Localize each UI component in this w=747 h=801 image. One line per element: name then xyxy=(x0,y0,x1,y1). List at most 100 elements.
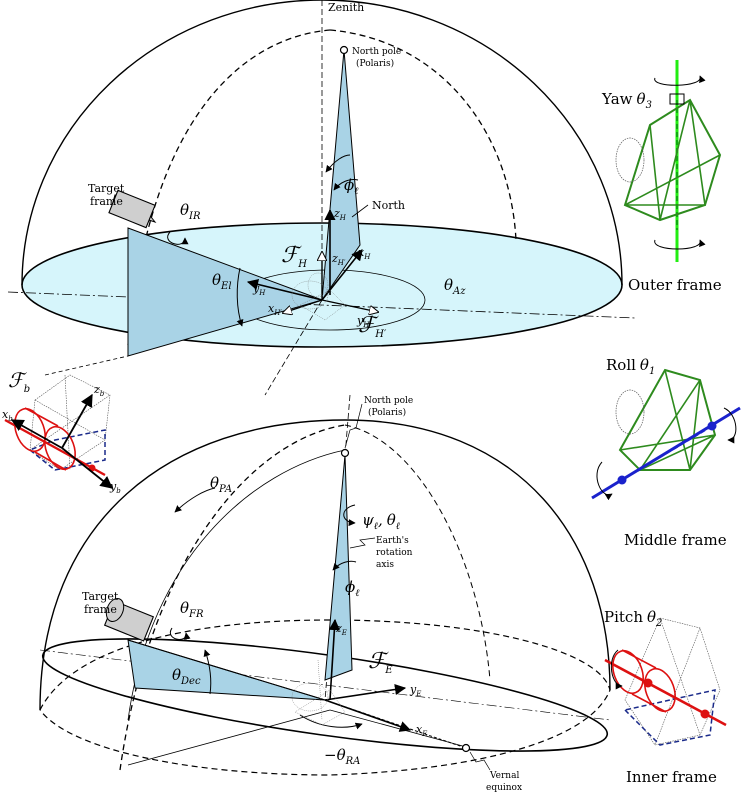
telescope-sketch-bottom xyxy=(291,659,346,726)
zE-label: zE xyxy=(335,622,347,637)
roll-axis-dashed xyxy=(624,425,713,479)
outer-frame-caption: Outer frame xyxy=(628,276,722,294)
axis-yE xyxy=(324,683,407,701)
north-pole-leader xyxy=(344,403,363,449)
target-frame-label-bottom-1: Target xyxy=(82,590,119,603)
zH-label: zH xyxy=(333,207,347,222)
earth-axis-label-3: axis xyxy=(376,560,394,570)
fr-rotation-arrow xyxy=(169,627,191,640)
pa-arc xyxy=(174,487,216,513)
north-pole-label: North pole xyxy=(352,47,401,57)
equinox-label: equinox xyxy=(486,783,522,793)
inner-base-dashed xyxy=(623,689,716,746)
xHprime-label: xH′ xyxy=(268,302,282,317)
yHprime-label: yH′ xyxy=(356,314,371,329)
xE-label: xE xyxy=(416,723,427,738)
celestial-dome-bottom xyxy=(39,419,611,711)
vernal-label: Vernal xyxy=(489,771,519,781)
middle-frame-caption: Middle frame xyxy=(624,531,727,549)
phi-l-label-top: ϕℓ xyxy=(344,176,358,197)
inner-red-cylinder xyxy=(612,649,676,713)
axis-zE xyxy=(328,618,340,701)
ra-arc xyxy=(299,714,363,730)
zenith-label: Zenith xyxy=(328,1,364,14)
body-leader xyxy=(44,355,129,376)
telescope-sketch-top xyxy=(291,272,346,321)
north-pole-marker xyxy=(339,45,349,55)
north-pole-label-bottom: North pole xyxy=(364,396,413,406)
dome-meridian-dashed-2 xyxy=(329,29,517,241)
bottom-meridian-dashed-2 xyxy=(344,424,491,681)
theta-fr-label: θFR xyxy=(180,599,204,620)
inner-wire-sketch xyxy=(624,617,721,746)
equatorial-diagram: North pole (Polaris) Earth's rotation ax… xyxy=(39,394,611,793)
body-axis-z xyxy=(61,393,93,449)
phi-arc-2 xyxy=(325,154,351,173)
pitch-pivot-b xyxy=(700,709,710,719)
north-leader xyxy=(351,204,369,218)
outer-telescope-sketch xyxy=(615,137,645,183)
body-y-label: yb xyxy=(109,480,121,495)
target-frame-label-bottom-2: frame xyxy=(84,603,117,616)
bottom-meridian-dashed xyxy=(119,424,346,771)
theta-dec-label: θDec xyxy=(172,666,201,687)
axis-to-target xyxy=(127,639,326,701)
body-red-cylinder xyxy=(14,407,76,471)
theta-ra-label: −θRA xyxy=(324,746,360,767)
frame-FH-label: ℱH xyxy=(281,243,307,270)
phi-l-label-bottom: ϕℓ xyxy=(345,578,359,599)
yaw-rotation-bottom xyxy=(654,239,706,250)
theta-pa-label: θPA xyxy=(210,474,232,495)
middle-telescope-sketch xyxy=(615,389,645,435)
roll-rotation-b xyxy=(723,407,737,444)
ir-rotation-arrow xyxy=(167,231,189,245)
frame-Fb-label: ℱb xyxy=(8,368,30,395)
earth-axis-label-1: Earth's xyxy=(376,536,409,546)
axis-xH xyxy=(321,249,363,301)
body-axis-x xyxy=(10,419,63,449)
target-frame-box-bottom xyxy=(103,597,155,642)
theta-el-label: θEl xyxy=(212,271,232,292)
zHprime-label: zH′ xyxy=(331,252,346,267)
polaris-label: (Polaris) xyxy=(356,58,394,69)
latitude-wedge-bottom xyxy=(324,454,353,681)
earth-axis-leader xyxy=(349,537,376,549)
vernal-leader xyxy=(469,751,491,771)
bottom-diag-dashed xyxy=(39,649,611,721)
body-axis-y xyxy=(61,447,113,489)
frame-FE-label: ℱE xyxy=(368,649,393,676)
yE-label: yE xyxy=(409,683,421,698)
psi-arc xyxy=(343,504,356,527)
phi-arc xyxy=(333,179,359,191)
polaris-label-bottom: (Polaris) xyxy=(368,407,406,418)
middle-frame-shape xyxy=(618,368,717,471)
vernal-equinox-marker xyxy=(461,743,471,753)
el-arc xyxy=(236,267,244,327)
outer-frame-inner xyxy=(624,99,721,221)
dec-arc xyxy=(203,649,212,695)
target-frame-label-2: frame xyxy=(90,195,123,208)
axis-xE xyxy=(324,699,412,732)
latitude-wedge xyxy=(321,49,361,302)
psi-theta-l-label: ψℓ,θℓ xyxy=(362,511,400,532)
body-frame-inset: ℱb xb zb yb xyxy=(2,355,129,495)
phi-arc-bottom xyxy=(332,560,357,571)
bottom-dome-base-dashed xyxy=(39,619,611,776)
north-pole-marker-bottom xyxy=(340,448,350,458)
yH-label: yH xyxy=(252,282,266,297)
target-frame-box xyxy=(108,189,157,229)
axis-to-vernal xyxy=(324,699,467,749)
theta-az-label: θAz xyxy=(444,276,466,297)
xH-label: xH xyxy=(358,246,371,261)
yaw-rotation-top xyxy=(654,75,706,86)
axis-yH xyxy=(246,278,323,301)
middle-frame-inner xyxy=(619,369,716,472)
body-z-label: zb xyxy=(93,383,105,398)
inner-frame-caption: Inner frame xyxy=(626,768,717,786)
